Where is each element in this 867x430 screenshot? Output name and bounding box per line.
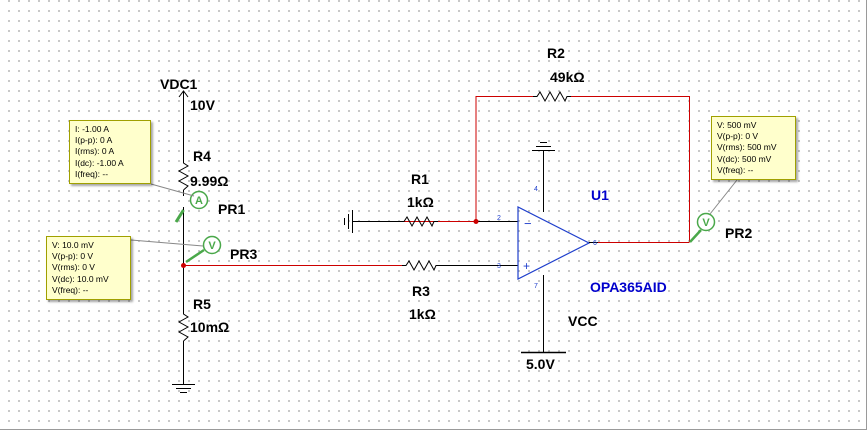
opamp-u1[interactable]: − + 2 3 6 4 7 U1 OPA365AID bbox=[497, 186, 667, 295]
opamp-minus-sign: − bbox=[524, 216, 532, 231]
readout-line: I(rms): 0 A bbox=[75, 146, 115, 157]
tooltip-leader-pr3 bbox=[130, 239, 204, 247]
readout-line: V: 10.0 mV bbox=[52, 240, 94, 250]
r4-resistor[interactable]: R4 9.99Ω bbox=[177, 148, 228, 191]
vdc1-value: 10V bbox=[190, 97, 216, 113]
r5-value: 10mΩ bbox=[190, 319, 229, 335]
r1-resistor[interactable]: R1 1kΩ bbox=[400, 171, 438, 228]
r3-resistor[interactable]: R3 1kΩ bbox=[402, 259, 440, 322]
u1-part: OPA365AID bbox=[590, 279, 667, 295]
probe-readout-pr2[interactable]: V: 500 mV V(p-p): 0 V V(rms): 500 mV V(d… bbox=[711, 116, 796, 180]
r2-value: 49kΩ bbox=[550, 69, 585, 85]
r3-value: 1kΩ bbox=[409, 306, 436, 322]
readout-line: V: 500 mV bbox=[717, 120, 757, 130]
probe-readout-pr3[interactable]: V: 10.0 mV V(p-p): 0 V V(rms): 0 V V(dc)… bbox=[46, 236, 131, 300]
u1-name: U1 bbox=[591, 187, 609, 203]
pr1-name: PR1 bbox=[218, 201, 245, 217]
ground-input[interactable] bbox=[344, 210, 353, 233]
readout-line: V(dc): 500 mV bbox=[717, 153, 772, 164]
voltmeter-icon-pr3: V bbox=[208, 240, 216, 252]
pr3-name: PR3 bbox=[230, 246, 257, 262]
readout-line: V(rms): 500 mV bbox=[717, 142, 777, 153]
wires-black bbox=[183, 103, 544, 384]
pin-in-plus: 3 bbox=[497, 263, 501, 270]
ammeter-icon: A bbox=[195, 195, 203, 207]
readout-line: V(freq): -- bbox=[717, 164, 754, 175]
r4-name: R4 bbox=[193, 148, 211, 164]
vcc-name: VCC bbox=[568, 313, 598, 329]
pin-vplus: 4 bbox=[534, 186, 538, 193]
r1-value: 1kΩ bbox=[407, 194, 434, 210]
readout-line: I(p-p): 0 A bbox=[75, 135, 113, 146]
r1-zigzag-icon bbox=[400, 215, 438, 228]
r3-name: R3 bbox=[412, 283, 430, 299]
pr3-probe[interactable]: V PR3 bbox=[185, 235, 257, 264]
junction-node-feedback bbox=[473, 219, 479, 224]
vdc1-source[interactable]: VDC1 10V bbox=[160, 76, 216, 113]
r3-zigzag-icon bbox=[402, 259, 440, 272]
r2-name: R2 bbox=[547, 45, 565, 61]
vdc1-name: VDC1 bbox=[160, 76, 198, 92]
readout-line: V(rms): 0 V bbox=[52, 262, 95, 273]
ground-supply[interactable] bbox=[532, 142, 555, 151]
tooltip-leader-pr1 bbox=[150, 183, 195, 197]
r5-zigzag-icon bbox=[177, 311, 190, 342]
r2-resistor[interactable]: R2 49kΩ bbox=[533, 45, 585, 103]
readout-line: V(p-p): 0 V bbox=[52, 251, 94, 262]
probe-readout-pr1[interactable]: I: -1.00 A I(p-p): 0 A I(rms): 0 A I(dc)… bbox=[69, 120, 151, 184]
vdc1-arrow-icon bbox=[178, 90, 189, 98]
pin-out: 6 bbox=[593, 240, 597, 247]
readout-line: I: -1.00 A bbox=[75, 124, 110, 134]
r4-zigzag-icon bbox=[177, 160, 190, 191]
r2-zigzag-icon bbox=[533, 90, 571, 103]
r4-value: 9.99Ω bbox=[190, 173, 228, 189]
junction-node-pr3 bbox=[181, 263, 186, 268]
tooltip-leader-pr2 bbox=[709, 179, 738, 215]
opamp-plus-sign: + bbox=[523, 259, 530, 273]
pin-in-minus: 2 bbox=[497, 215, 501, 222]
r5-resistor[interactable]: R5 10mΩ bbox=[177, 296, 229, 342]
vcc-value: 5.0V bbox=[526, 356, 555, 372]
voltmeter-icon-pr2: V bbox=[702, 217, 710, 229]
pr2-name: PR2 bbox=[725, 225, 752, 241]
wires-red bbox=[183, 96, 690, 266]
r1-name: R1 bbox=[411, 171, 429, 187]
ground-left[interactable] bbox=[172, 384, 195, 393]
wire-feedback-r2[interactable] bbox=[475, 96, 533, 222]
pin-vminus: 7 bbox=[534, 283, 538, 290]
readout-line: V(freq): -- bbox=[52, 284, 89, 295]
pr1-probe[interactable]: A PR1 bbox=[174, 190, 245, 223]
r5-name: R5 bbox=[193, 296, 211, 312]
opamp-triangle-icon bbox=[517, 206, 591, 280]
wire-feedback-output[interactable] bbox=[571, 96, 690, 243]
readout-line: V(dc): 10.0 mV bbox=[52, 273, 109, 284]
readout-line: V(p-p): 0 V bbox=[717, 131, 759, 142]
readout-line: I(freq): -- bbox=[75, 168, 109, 179]
readout-line: I(dc): -1.00 A bbox=[75, 157, 124, 168]
pr2-probe[interactable]: V PR2 bbox=[689, 212, 752, 243]
vcc-source[interactable]: VCC 5.0V bbox=[521, 313, 598, 372]
